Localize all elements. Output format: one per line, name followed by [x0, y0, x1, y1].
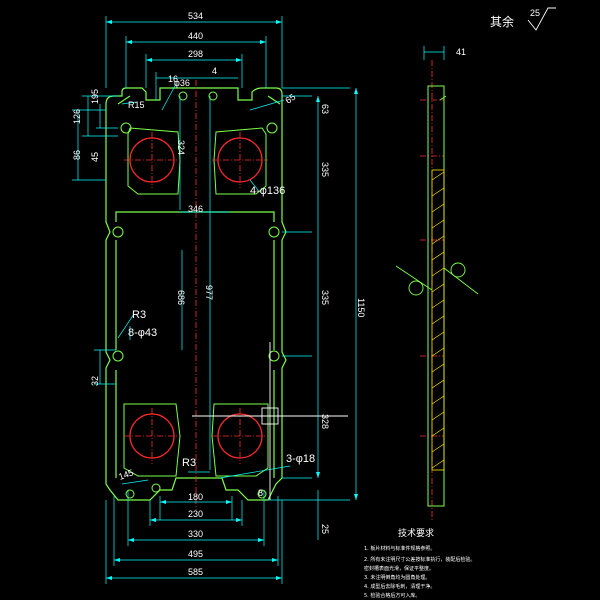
slot-top-left	[120, 122, 132, 134]
dim-63: 63	[320, 104, 330, 114]
dim-335-a: 335	[320, 162, 330, 177]
roughness-label: 其余	[490, 14, 514, 29]
mounting-slots	[112, 91, 280, 499]
dim-8: 8	[258, 488, 263, 498]
dim-25: 25	[320, 524, 330, 534]
note-item-5: 4. 成型后去除毛刺，清理干净。	[364, 583, 435, 590]
pin-bottom-mid	[151, 483, 161, 493]
dim-45: 45	[90, 152, 100, 162]
dim-335-b: 335	[320, 290, 330, 305]
slot-left-upper	[112, 226, 124, 238]
callout-3-phi18: 3-φ18	[286, 453, 315, 465]
dimension-arrows	[106, 20, 358, 580]
dim-195: 195	[90, 89, 100, 104]
dim-16: 16	[168, 74, 178, 84]
roughness-value: 25	[530, 8, 540, 18]
dim-126: 126	[72, 109, 82, 124]
note-item-2: 2. 所有未注明尺寸公差按标准执行，装配后检验。	[364, 556, 475, 563]
dim-330: 330	[188, 529, 203, 539]
note-item-3: 密封槽表面光滑，保证平整度。	[364, 565, 434, 572]
technical-notes: 技术要求 1. 板片材料与标准件规格参照。 2. 所有未注明尺寸公差按标准执行，…	[364, 527, 475, 599]
callout-r3-top: R3	[132, 309, 146, 321]
slot-left-lower	[112, 350, 124, 362]
slot-top-right	[266, 122, 278, 134]
notes-title: 技术要求	[398, 527, 434, 539]
slot-top-mid	[208, 91, 218, 101]
dim-534: 534	[188, 11, 203, 21]
dimension-texts: 534 440 298 4 16 φ36 R15 65 63 126 195 8…	[72, 11, 466, 577]
roughness-symbol: 其余 25	[490, 7, 556, 31]
callouts: 4-φ136 R3 8-φ43 R3 3-φ18	[128, 185, 315, 469]
callout-4-phi136: 4-φ136	[250, 185, 285, 197]
dim-phi36: φ36	[174, 78, 190, 88]
pin-bottom-right	[257, 489, 267, 499]
dim-328: 328	[320, 414, 330, 429]
dim-r15: R15	[128, 100, 145, 110]
dim-585: 585	[188, 567, 203, 577]
slot-top-mid-2	[178, 91, 188, 101]
dim-324: 324	[176, 140, 186, 155]
note-item-1: 1. 板片材料与标准件规格参照。	[364, 545, 435, 552]
dim-230: 230	[188, 509, 203, 519]
dim-686: 686	[176, 290, 186, 305]
callout-r3-bottom: R3	[182, 457, 196, 469]
slot-right-lower	[268, 350, 280, 362]
dim-346: 346	[188, 204, 203, 214]
dim-1150: 1150	[356, 298, 366, 317]
dim-440: 440	[188, 31, 203, 41]
dimension-lines	[72, 16, 445, 584]
dim-86: 86	[72, 150, 82, 160]
dim-65: 65	[283, 92, 297, 106]
dim-180: 180	[188, 492, 203, 502]
dim-32: 32	[90, 376, 100, 386]
dim-977: 977	[204, 285, 214, 300]
note-item-4: 3. 未注明倒角均为圆角处理。	[364, 574, 430, 581]
dim-495: 495	[188, 549, 203, 559]
dim-298: 298	[188, 49, 203, 59]
dim-side-41: 41	[456, 47, 466, 57]
centerlines	[124, 60, 444, 520]
pin-bottom-left	[125, 489, 135, 499]
side-view	[395, 85, 479, 507]
dim-145: 145	[117, 467, 135, 482]
slot-right-upper	[268, 226, 280, 238]
dim-4: 4	[212, 66, 217, 76]
note-item-6: 5. 检验合格后方可入库。	[364, 592, 420, 599]
callout-8-phi43: 8-φ43	[128, 327, 157, 339]
cursor-crosshair	[192, 342, 348, 500]
